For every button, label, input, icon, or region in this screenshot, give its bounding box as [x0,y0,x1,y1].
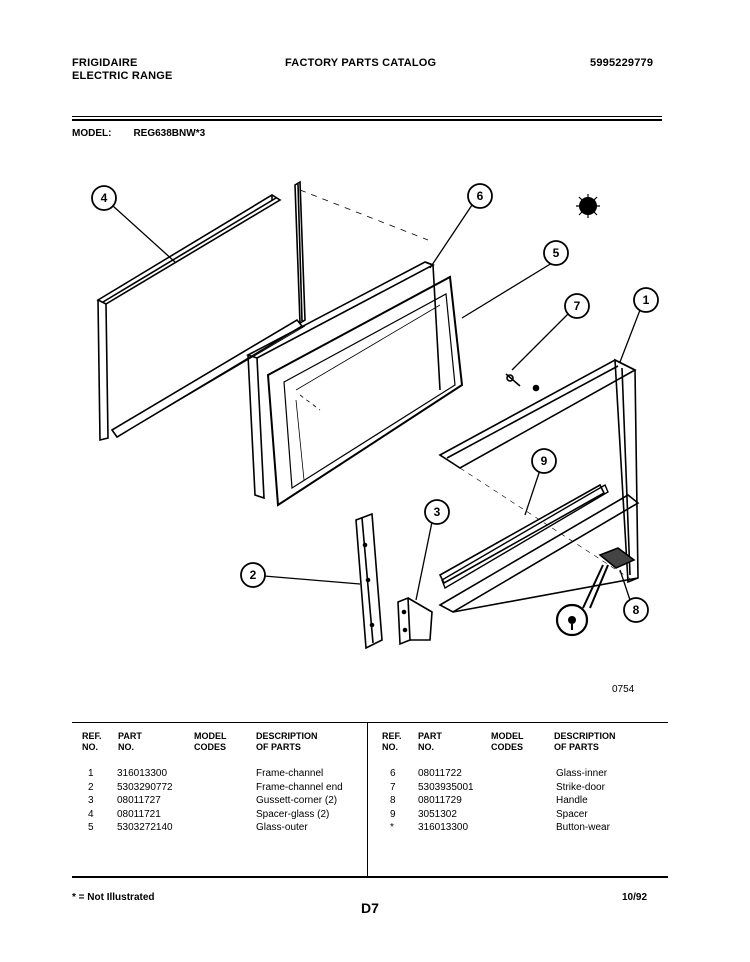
spacer-drawing [438,483,606,585]
not-illustrated-note: * = Not Illustrated [72,892,155,903]
product-type: ELECTRIC RANGE [72,70,173,82]
revision-date: 10/92 [622,892,648,903]
table-cell: 08011722 [418,768,462,779]
table-cell: 3051302 [418,808,457,820]
table-cell: 4 [88,808,94,820]
table-cell: 7 [390,781,396,793]
table-cell: 5 [88,822,94,833]
callout-2-circle [240,562,266,588]
table-cell: 3 [88,795,94,806]
table-cell: 2 [88,781,94,793]
callout-1-circle [633,287,659,313]
page-number: D7 [361,900,379,916]
callout-7: 7 [574,299,581,313]
header-ref-right: REF.NO. [382,731,402,752]
callout-3: 3 [434,505,441,519]
table-cell: Strike-door [556,781,605,793]
table-cell: 5303272140 [117,822,173,833]
header-rule-thin [72,116,662,117]
catalog-number: 5995229779 [590,57,654,69]
table-divider [367,722,368,878]
frame-channel-end-drawing [355,512,383,650]
callout-2: 2 [250,568,257,582]
table-bottom-rule [72,876,668,878]
table-cell: Button-wear [556,822,610,833]
strike-door-drawing [505,373,540,392]
right-ref-column: 6 7 8 9 * [390,767,396,835]
table-cell: Glass-outer [256,822,308,833]
callout-6: 6 [477,189,484,203]
table-cell: 08011721 [117,808,161,820]
header-rule-thick [72,119,662,121]
gussett-corner-drawing [397,596,433,646]
callout-1: 1 [643,293,650,307]
callout-8: 8 [633,603,640,617]
table-cell: Spacer-glass (2) [256,808,330,820]
handle-drawing [598,547,636,569]
table-cell: 9 [390,808,396,820]
callout-8-circle [623,597,649,623]
figure-number: 0754 [612,684,635,695]
callout-5: 5 [553,246,560,260]
not-illustrated-symbol [555,564,609,637]
table-cell: 8 [390,795,396,806]
brand-block: FRIGIDAIRE ELECTRIC RANGE [72,57,173,83]
callout-9-circle [531,448,557,474]
table-cell: Spacer [556,808,588,820]
left-desc-column: Frame-channel Frame-channel end Gussett-… [256,767,343,835]
table-cell: 6 [390,768,396,779]
table-top-rule [72,722,668,723]
model-label: MODEL: [72,128,112,139]
table-cell: 5303935001 [418,781,474,793]
outer-glass-drawing [266,275,464,507]
table-cell: Glass-inner [556,768,608,779]
left-ref-column: 1 2 3 4 5 [88,767,94,835]
inner-glass-drawing [245,261,441,500]
left-part-column: 316013300 5303290772 08011727 08011721 5… [117,767,173,835]
table-cell: 316013300 [117,768,168,779]
right-desc-column: Glass-inner Strike-door Handle Spacer Bu… [556,767,610,835]
catalog-title: FACTORY PARTS CATALOG [285,57,437,69]
table-cell: 5303290772 [117,781,173,793]
spacer-glass-frame-drawing [96,180,429,442]
table-cell: 08011727 [117,795,161,806]
table-cell: Handle [556,795,588,806]
right-part-column: 08011722 5303935001 08011729 3051302 316… [418,767,474,835]
callout-9: 9 [541,454,548,468]
leader-lines [112,204,641,601]
callout-4: 4 [101,191,108,205]
ink-blotch [576,194,600,218]
table-cell: * [390,822,394,833]
table-cell: 08011729 [418,795,462,806]
model-value: REG638BNW*3 [133,128,206,139]
model-line: MODEL: REG638BNW*3 [72,128,205,139]
callout-4-circle [91,185,117,211]
table-cell: Frame-channel end [256,781,343,793]
brand-name: FRIGIDAIRE [72,57,138,69]
table-cell: 1 [88,768,94,779]
frame-channel-drawing [438,358,640,613]
header-ref-left: REF.NO. [82,731,102,752]
table-cell: Gussett-corner (2) [256,795,338,806]
table-cell: Frame-channel [256,768,324,779]
callout-7-circle [564,293,590,319]
table-cell: 316013300 [418,822,469,833]
callout-5-circle [543,240,569,266]
callout-3-circle [424,499,450,525]
callout-6-circle [467,183,493,209]
